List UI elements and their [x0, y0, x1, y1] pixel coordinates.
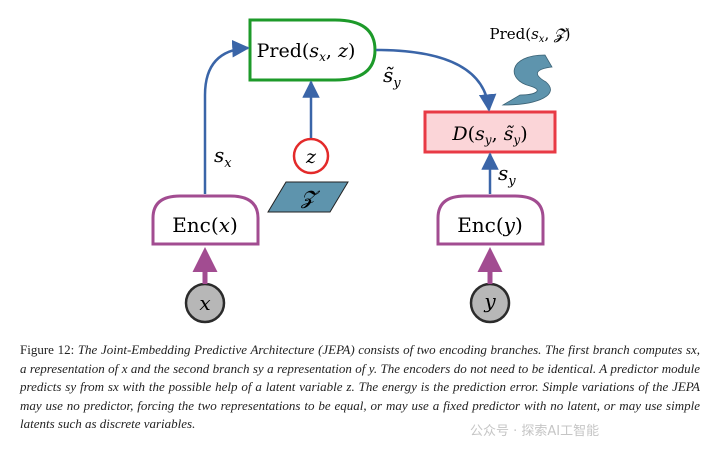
- edge-label-sx: sx: [214, 143, 232, 171]
- edge-label-sy: sy: [498, 161, 516, 189]
- edge-label-sy-tilde: s̃y: [383, 63, 401, 91]
- latent-z-label: z: [305, 146, 317, 168]
- predictor-box: [248, 18, 377, 82]
- encoder-y-box: [436, 194, 545, 246]
- figure-caption: Figure 12: The Joint-Embedding Predictiv…: [20, 341, 700, 434]
- caption-text: The Joint-Embedding Predictive Architect…: [20, 342, 701, 432]
- variable-x-label: x: [199, 291, 210, 315]
- variable-y-label: y: [483, 289, 496, 313]
- encoder-x-label: Enc(x): [172, 213, 238, 237]
- pred-set-label: Pred(sx, 𝓩): [489, 25, 570, 45]
- arrow-sx: [203, 39, 250, 194]
- latent-set-shape: [267, 181, 349, 213]
- jepa-diagram: Pred(sx, z) D(sy, s̃y) Enc(x) Enc(y) x y…: [151, 18, 571, 324]
- latent-z-node: [292, 137, 330, 175]
- encoder-x-box: [151, 194, 260, 246]
- predicted-set-glyph: [501, 54, 553, 106]
- arrow-sy-tilde: [375, 48, 497, 112]
- encoder-y-label: Enc(y): [457, 213, 523, 237]
- predictor-label: Pred(sx, z): [257, 40, 356, 64]
- energy-label: D(sy, s̃y): [451, 123, 527, 147]
- energy-box: [423, 110, 557, 154]
- caption-label: Figure 12:: [20, 342, 75, 357]
- watermark: 公众号 · 探索AI工智能: [470, 424, 600, 439]
